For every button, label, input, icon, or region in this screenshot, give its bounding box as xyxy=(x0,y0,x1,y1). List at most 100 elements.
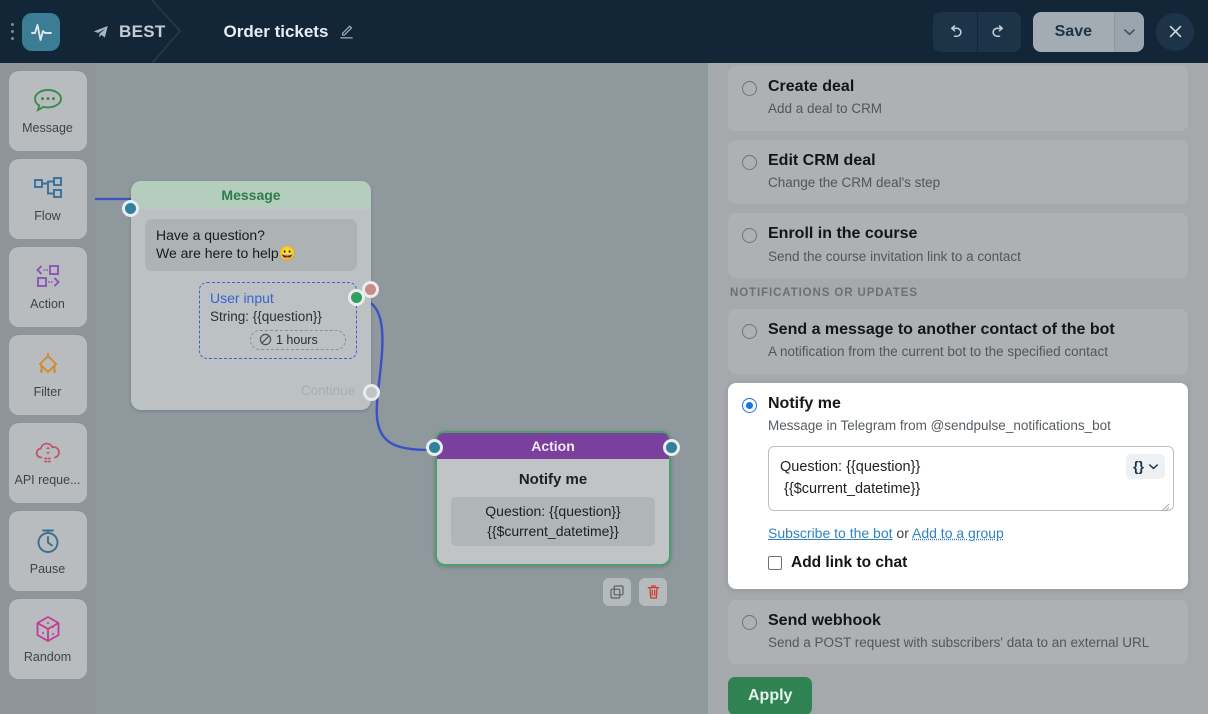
message-node-continue[interactable]: Continue xyxy=(131,373,380,410)
option-enroll-course-title: Enroll in the course xyxy=(768,225,918,243)
rail-label-api-request: API reque... xyxy=(14,473,81,487)
flow-canvas[interactable]: Message Have a question? We are here to … xyxy=(95,63,708,714)
page-title-group: Order tickets xyxy=(224,22,356,42)
action-settings-panel: Create deal Add a deal to CRM Edit CRM d… xyxy=(708,63,1208,714)
user-input-timeout[interactable]: 1 hours xyxy=(250,280,379,350)
radio-create-deal[interactable] xyxy=(742,81,757,96)
notify-message-field-wrap: {} xyxy=(768,445,1174,516)
page-title: Order tickets xyxy=(223,21,329,41)
add-link-to-chat-label: Add link to chat xyxy=(791,553,908,571)
radio-enroll-course[interactable] xyxy=(742,228,757,244)
close-button[interactable] xyxy=(1156,12,1194,51)
radio-edit-crm-deal[interactable] xyxy=(742,154,757,170)
action-node-title: Notify me xyxy=(518,471,588,488)
radio-notify-me[interactable] xyxy=(742,397,757,413)
no-entry-icon xyxy=(259,334,272,346)
notify-message-textarea[interactable] xyxy=(768,445,1174,511)
radio-send-webhook[interactable] xyxy=(742,614,757,630)
redo-button[interactable] xyxy=(976,11,1021,52)
option-send-message-contact-sub: A notification from the current bot to t… xyxy=(768,344,1108,360)
add-link-to-chat-row[interactable]: Add link to chat xyxy=(768,554,1174,572)
option-notify-me-sub: Message in Telegram from @sendpulse_noti… xyxy=(768,418,1111,434)
radio-send-message-contact[interactable] xyxy=(742,324,757,340)
option-notify-me-title: Notify me xyxy=(768,394,841,412)
action-node-output-port[interactable] xyxy=(663,439,680,456)
option-enroll-course[interactable]: Enroll in the course Send the course inv… xyxy=(728,213,1188,279)
message-node-bubble: Have a question? We are here to help😀 xyxy=(145,219,357,271)
api-cloud-icon xyxy=(35,442,60,463)
user-input-timeout-port[interactable] xyxy=(362,280,379,298)
subscribe-to-bot-link[interactable]: Subscribe to the bot xyxy=(768,524,893,541)
action-node-header: Action xyxy=(437,433,669,459)
rail-label-message: Message xyxy=(22,121,73,135)
user-input-success-port[interactable] xyxy=(348,288,365,306)
undo-redo-group xyxy=(932,11,1021,52)
message-node[interactable]: Message Have a question? We are here to … xyxy=(122,181,380,410)
chevron-down-icon xyxy=(1124,28,1135,35)
option-notify-me[interactable]: Notify me Message in Telegram from @send… xyxy=(728,382,1188,589)
textarea-resize-handle[interactable] xyxy=(1161,503,1170,512)
rail-item-flow[interactable]: Flow xyxy=(8,159,87,239)
save-button[interactable]: Save xyxy=(1032,11,1114,52)
chevron-down-icon xyxy=(1149,463,1158,470)
option-create-deal[interactable]: Create deal Add a deal to CRM xyxy=(728,66,1188,131)
chat-bubble-icon xyxy=(33,89,62,112)
rail-item-message[interactable]: Message xyxy=(8,71,87,151)
close-x-icon xyxy=(1169,25,1181,38)
save-group: Save xyxy=(1032,11,1144,52)
option-send-message-contact[interactable]: Send a message to another contact of the… xyxy=(728,309,1188,374)
option-edit-crm-deal-title: Edit CRM deal xyxy=(768,151,876,169)
stopwatch-icon xyxy=(37,529,58,553)
add-to-group-link[interactable]: Add to a group xyxy=(912,524,1004,541)
option-send-message-contact-title: Send a message to another contact of the… xyxy=(768,321,1115,339)
app-logo-icon[interactable] xyxy=(22,12,60,51)
drag-handle-icon[interactable] xyxy=(4,12,20,52)
duplicate-node-button[interactable] xyxy=(603,578,631,606)
add-link-to-chat-checkbox[interactable] xyxy=(768,555,782,570)
breadcrumb-bot[interactable]: BEST xyxy=(92,22,166,42)
rail-label-flow: Flow xyxy=(34,209,61,223)
panel-scroll-area[interactable]: Create deal Add a deal to CRM Edit CRM d… xyxy=(708,66,1208,714)
top-toolbar: BEST Order tickets Save xyxy=(0,0,1208,63)
option-send-webhook-title: Send webhook xyxy=(768,611,881,629)
connector-layer xyxy=(95,197,434,452)
user-input-block[interactable]: User input String: {{question}} 1 hours xyxy=(199,280,379,359)
action-node[interactable]: Action Notify me Question: {{question}} … xyxy=(426,431,680,606)
breadcrumb-bot-label: BEST xyxy=(119,21,166,41)
toolbar-actions: Save xyxy=(932,11,1208,52)
tool-rail: Message Flow Action Filter xyxy=(0,63,95,714)
rail-item-action[interactable]: Action xyxy=(8,247,87,327)
message-bubble-line-2: We are here to help😀 xyxy=(156,244,297,261)
notify-links-row: Subscribe to the bot or Add to a group xyxy=(768,525,1174,541)
links-or-text: or xyxy=(892,524,912,541)
option-enroll-course-sub: Send the course invitation link to a con… xyxy=(768,248,1021,264)
pencil-icon[interactable] xyxy=(338,23,355,40)
filter-diamond-icon xyxy=(38,353,57,374)
user-input-title: User input xyxy=(210,289,274,306)
rail-item-pause[interactable]: Pause xyxy=(8,511,87,591)
action-node-input-port[interactable] xyxy=(426,439,443,456)
rail-item-random[interactable]: Random xyxy=(8,599,87,679)
rail-item-api-request[interactable]: API reque... xyxy=(8,423,87,503)
rail-label-filter: Filter xyxy=(33,385,62,399)
save-dropdown-button[interactable] xyxy=(1114,11,1144,52)
option-send-webhook[interactable]: Send webhook Send a POST request with su… xyxy=(728,599,1188,665)
message-node-continue-port[interactable] xyxy=(363,383,380,401)
apply-button[interactable]: Apply xyxy=(728,677,813,714)
option-edit-crm-deal[interactable]: Edit CRM deal Change the CRM deal's step xyxy=(728,139,1188,205)
rail-item-filter[interactable]: Filter xyxy=(8,335,87,415)
delete-node-button[interactable] xyxy=(639,578,667,606)
action-body-line-1: Question: {{question}} xyxy=(485,503,621,519)
rail-label-action: Action xyxy=(30,297,65,311)
option-create-deal-sub: Add a deal to CRM xyxy=(768,101,883,117)
action-brackets-icon xyxy=(35,265,60,287)
insert-variable-button[interactable]: {} xyxy=(1126,453,1165,479)
flow-nodes-icon xyxy=(33,177,62,198)
section-header-notifications: NOTIFICATIONS OR UPDATES xyxy=(730,287,918,300)
rail-label-random: Random xyxy=(23,650,72,664)
trash-icon xyxy=(647,585,659,599)
action-node-toolbar xyxy=(603,578,667,606)
undo-button[interactable] xyxy=(933,12,977,52)
redo-arrow-icon xyxy=(992,25,1003,38)
message-node-input-port[interactable] xyxy=(122,200,139,217)
